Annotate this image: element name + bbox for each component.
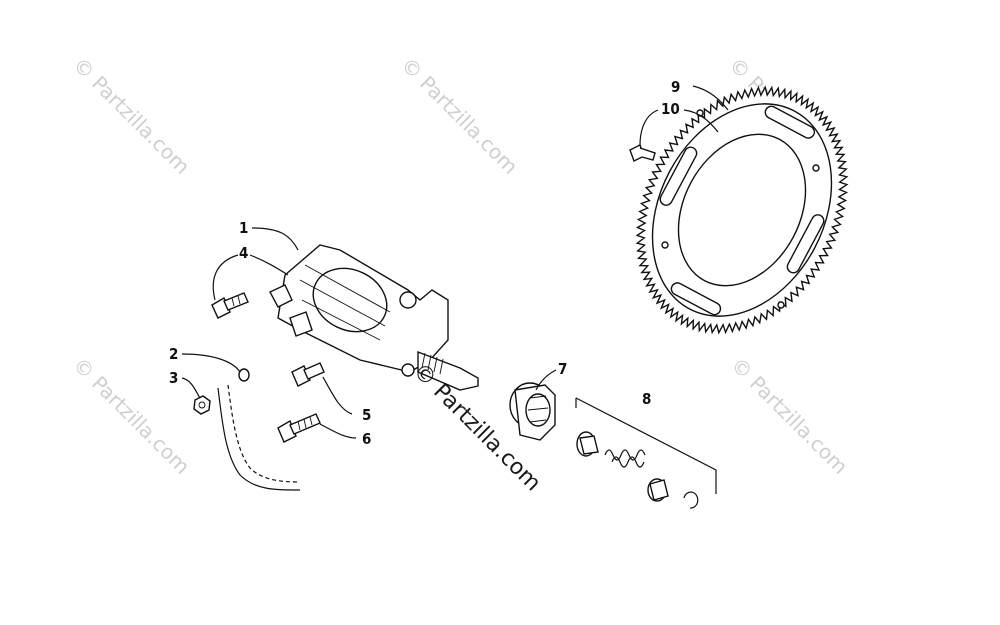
watermark: © Partzilla.com bbox=[396, 53, 522, 179]
callout-10[interactable]: 10 bbox=[661, 100, 680, 118]
screw-10 bbox=[629, 144, 656, 162]
ring-gear-holes bbox=[661, 109, 820, 309]
leader-lines bbox=[181, 85, 729, 439]
starter-terminal bbox=[269, 284, 293, 308]
watermark: © Partzilla.com bbox=[68, 53, 194, 179]
starter-shaft bbox=[417, 350, 479, 391]
nut-3 bbox=[193, 395, 211, 415]
washer-2 bbox=[238, 368, 250, 382]
callout-labels: 1 2 3 4 5 6 7 8 9 10 bbox=[169, 78, 680, 448]
ring-gear bbox=[635, 85, 849, 335]
cable bbox=[217, 384, 301, 491]
callout-2[interactable]: 2 bbox=[169, 345, 178, 363]
callout-7[interactable]: 7 bbox=[558, 360, 567, 378]
callout-5[interactable]: 5 bbox=[362, 406, 371, 424]
starter-motor bbox=[269, 244, 479, 391]
callout-8[interactable]: 8 bbox=[642, 390, 651, 408]
callout-4[interactable]: 4 bbox=[239, 244, 248, 262]
callout-1[interactable]: 1 bbox=[239, 219, 248, 237]
watermark: © Partzilla.com bbox=[726, 353, 852, 479]
spring bbox=[604, 449, 646, 468]
sleeve bbox=[576, 431, 599, 457]
snap-ring bbox=[683, 491, 699, 509]
ring-gear-bore bbox=[677, 133, 807, 287]
bolt-6 bbox=[277, 413, 321, 443]
callout-3[interactable]: 3 bbox=[169, 369, 178, 387]
ring-gear-slots bbox=[659, 105, 825, 316]
bolt-5 bbox=[291, 362, 325, 387]
drive-gear-7 bbox=[509, 382, 556, 441]
starter-can bbox=[312, 267, 388, 333]
callout-6[interactable]: 6 bbox=[362, 430, 371, 448]
kit-8-bracket bbox=[575, 397, 717, 494]
cup bbox=[647, 478, 669, 502]
callout-9[interactable]: 9 bbox=[671, 78, 680, 96]
bolt-4 bbox=[211, 292, 249, 319]
